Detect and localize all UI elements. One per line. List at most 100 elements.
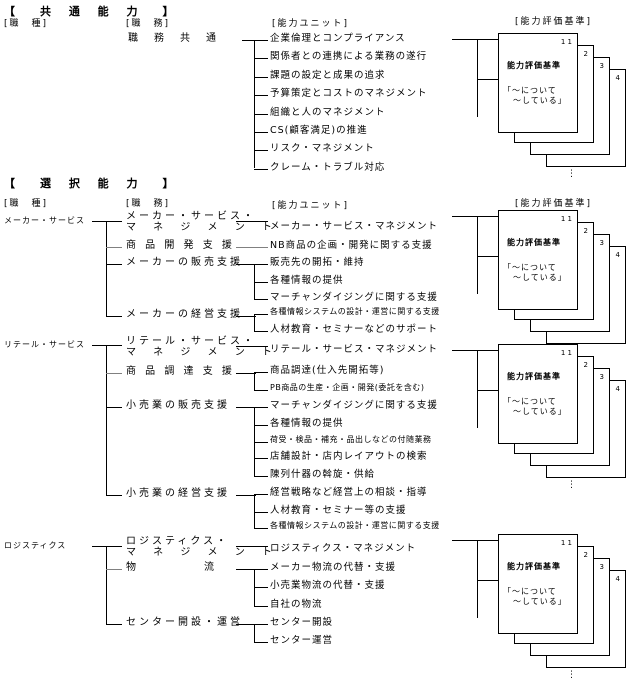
card-number: 3: [599, 563, 604, 571]
connector: [254, 512, 268, 513]
connector: [106, 569, 122, 570]
connector: [106, 264, 122, 265]
job-name: ロジスティクス: [4, 541, 67, 550]
card-quote: 「～について: [503, 86, 557, 95]
header-duty: [職 務]: [126, 199, 171, 209]
connector: [254, 168, 268, 170]
connector: [106, 221, 107, 317]
card-quote: 「～について: [503, 397, 557, 406]
connector: [236, 247, 268, 248]
connector: [236, 495, 256, 496]
unit-item: 各種情報システムの設計・運営に関する支援: [270, 307, 440, 316]
unit-item: センター開設: [270, 617, 334, 628]
connector: [106, 316, 122, 317]
unit-item: 人材教育・セミナーなどのサポート: [270, 324, 439, 335]
connector: [254, 458, 268, 459]
card-number: 1 1: [560, 38, 572, 46]
card-number: 4: [615, 575, 620, 583]
ellipsis-icon: ⋮: [567, 480, 576, 490]
ellipsis-icon: ⋮: [567, 670, 576, 680]
connector: [254, 569, 255, 607]
connector: [254, 150, 268, 152]
duty-name: メーカー・サービス・: [126, 211, 256, 222]
connector: [254, 528, 268, 529]
connector: [254, 606, 268, 607]
unit-item: 企業倫理とコンプライアンス: [270, 33, 406, 44]
connector: [236, 407, 256, 408]
ellipsis-icon: ⋮: [567, 169, 576, 179]
connector: [254, 299, 268, 300]
connector: [254, 132, 268, 133]
section-title-selective: 【 選 択 能 力 】: [4, 177, 181, 190]
connector: [254, 314, 255, 332]
card-quote: ～している」: [513, 597, 567, 606]
connector: [254, 314, 268, 315]
card-quote: 「～について: [503, 587, 557, 596]
unit-item: 小売業物流の代替・支援: [270, 580, 386, 591]
unit-item: ロジスティクス・マネジメント: [270, 543, 417, 554]
duty-name: センター開設・運営: [126, 617, 243, 628]
connector: [254, 264, 268, 265]
header-unit: [能力ユニット]: [272, 19, 350, 29]
connector: [477, 256, 498, 257]
unit-item: 課題の設定と成果の追求: [270, 69, 386, 81]
connector: [254, 442, 268, 443]
duty-name: ロジスティクス・: [126, 536, 230, 547]
job-name: メーカー・サービス: [4, 216, 85, 225]
unit-item: PB商品の生産・企画・開発(委託を含む): [270, 383, 425, 392]
connector: [254, 331, 268, 332]
connector: [236, 373, 256, 374]
header-duty: [職 務]: [126, 19, 171, 29]
connector: [452, 540, 498, 541]
connector: [106, 407, 122, 408]
connector: [236, 346, 268, 347]
unit-item: 関係者との連携による業務の遂行: [270, 51, 428, 63]
card-number: 3: [599, 62, 604, 70]
connector: [254, 569, 268, 570]
connector: [92, 221, 122, 222]
connector: [452, 350, 498, 351]
connector: [254, 372, 255, 391]
duty-name: メーカーの販売支援: [126, 257, 243, 268]
connector: [106, 624, 122, 625]
connector: [477, 216, 478, 294]
card-number: 3: [599, 373, 604, 381]
duty-name: 小売業の販売支援: [126, 400, 230, 411]
unit-item: マーチャンダイジングに関する支援: [270, 400, 438, 411]
card-title: 能力評価基準: [507, 61, 561, 70]
connector: [477, 350, 478, 428]
connector: [477, 390, 498, 391]
unit-item: 経営戦略など経営上の相談・指導: [270, 487, 428, 498]
header-job: [職 種]: [4, 19, 49, 29]
unit-item: メーカー物流の代替・支援: [270, 562, 397, 573]
unit-item: NB商品の企画・開発に関する支援: [270, 240, 433, 251]
duty-name: 物 流: [126, 562, 217, 573]
unit-item: 各種情報システムの設計・運営に関する支援: [270, 521, 440, 530]
card-quote: ～している」: [513, 273, 567, 282]
card-number: 4: [615, 74, 620, 82]
unit-item: クレーム・トラブル対応: [270, 161, 386, 173]
card-quote: ～している」: [513, 96, 567, 105]
duty-name: 商 品 調 達 支 援: [126, 366, 235, 377]
unit-item: 商品調達(仕入先開拓等): [270, 365, 385, 376]
connector: [92, 345, 122, 346]
unit-item: 各種情報の提供: [270, 418, 344, 429]
job-name: リテール・サービス: [4, 340, 85, 349]
card-number: 2: [583, 551, 588, 559]
connector: [254, 624, 268, 625]
connector: [254, 407, 268, 408]
connector: [254, 282, 268, 283]
duty-name: 商 品 開 発 支 援: [126, 240, 235, 251]
duty-name: マ ネ ジ メ ン ト: [126, 347, 279, 358]
unit-item: 販売先の開拓・維持: [270, 257, 365, 268]
connector: [236, 624, 256, 625]
duty-name: リテール・サービス・: [126, 336, 256, 347]
connector: [254, 40, 255, 168]
duty-name: 小売業の経営支援: [126, 488, 230, 499]
unit-item: マーチャンダイジングに関する支援: [270, 292, 438, 303]
connector: [236, 316, 256, 317]
connector: [452, 216, 498, 217]
unit-item: CS(顧客満足)の推進: [270, 125, 368, 136]
